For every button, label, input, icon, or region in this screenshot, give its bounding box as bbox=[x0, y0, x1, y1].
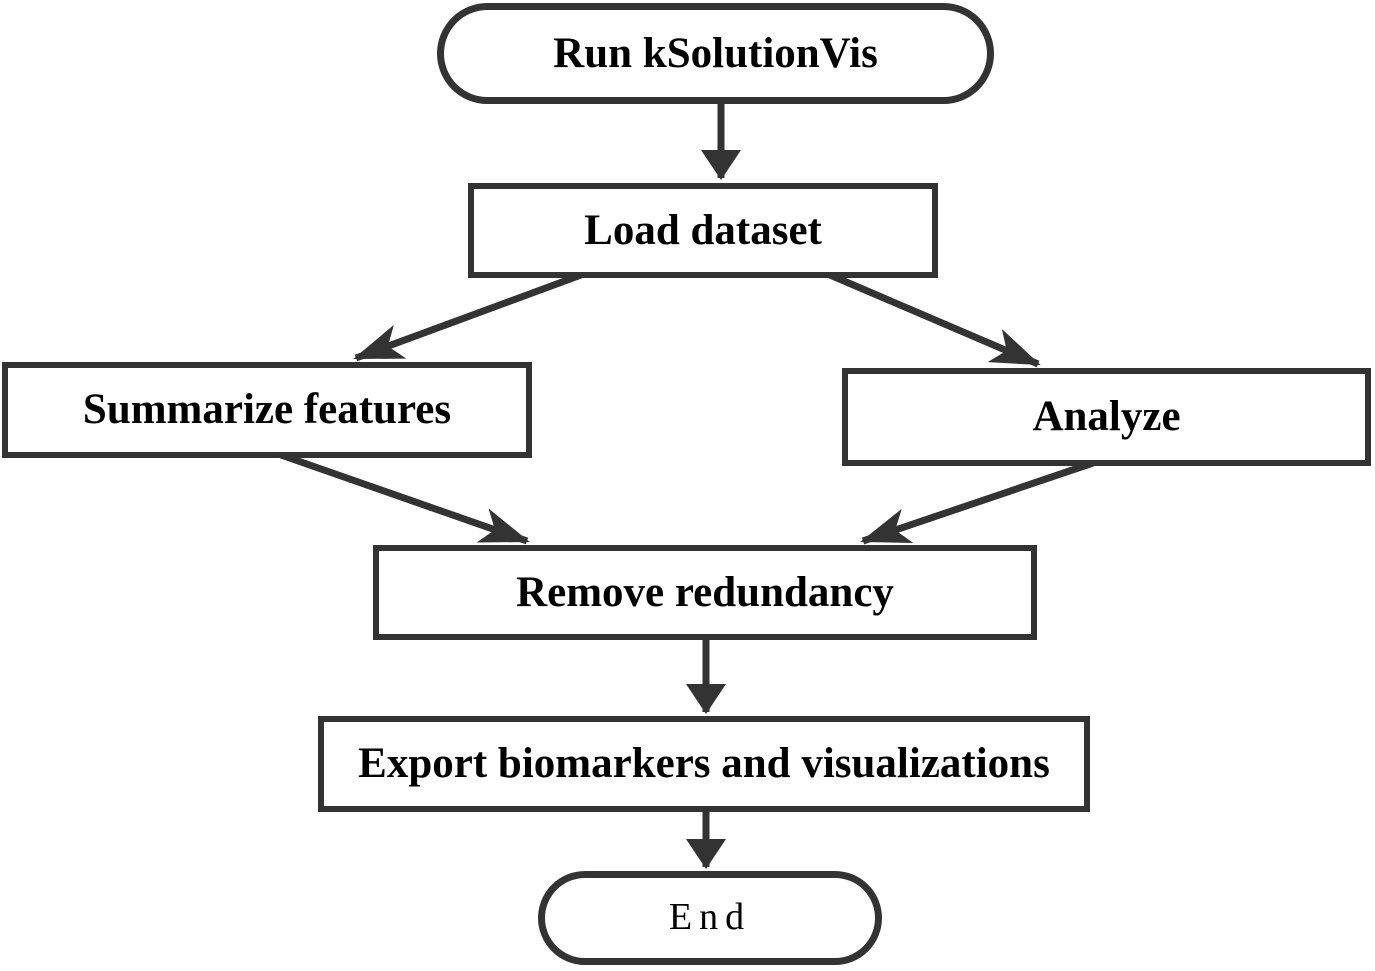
flowchart-node-load-dataset: Load dataset bbox=[468, 183, 938, 278]
node-load-label: Load dataset bbox=[584, 206, 822, 254]
flowchart-node-analyze: Analyze bbox=[842, 368, 1371, 466]
node-export-label: Export biomarkers and visualizations bbox=[358, 740, 1050, 788]
node-analyze-label: Analyze bbox=[1032, 393, 1181, 441]
flowchart-node-end: End bbox=[538, 871, 882, 965]
flowchart-node-remove-redundancy: Remove redundancy bbox=[373, 545, 1037, 640]
arrow-analyze-to-remove bbox=[860, 459, 1095, 545]
node-remove-label: Remove redundancy bbox=[516, 568, 894, 616]
node-start-label: Run kSolutionVis bbox=[553, 29, 878, 77]
node-summarize-label: Summarize features bbox=[82, 386, 452, 434]
flowchart-node-start: Run kSolutionVis bbox=[437, 3, 994, 104]
flowchart-node-export-biomarkers: Export biomarkers and visualizations bbox=[318, 716, 1090, 812]
arrow-load-to-analyze bbox=[828, 271, 1041, 368]
flowchart-node-summarize-features: Summarize features bbox=[2, 362, 532, 458]
arrow-load-to-summarize bbox=[353, 271, 583, 362]
node-end-label: End bbox=[668, 896, 752, 939]
arrow-summarize-to-remove bbox=[279, 451, 530, 545]
